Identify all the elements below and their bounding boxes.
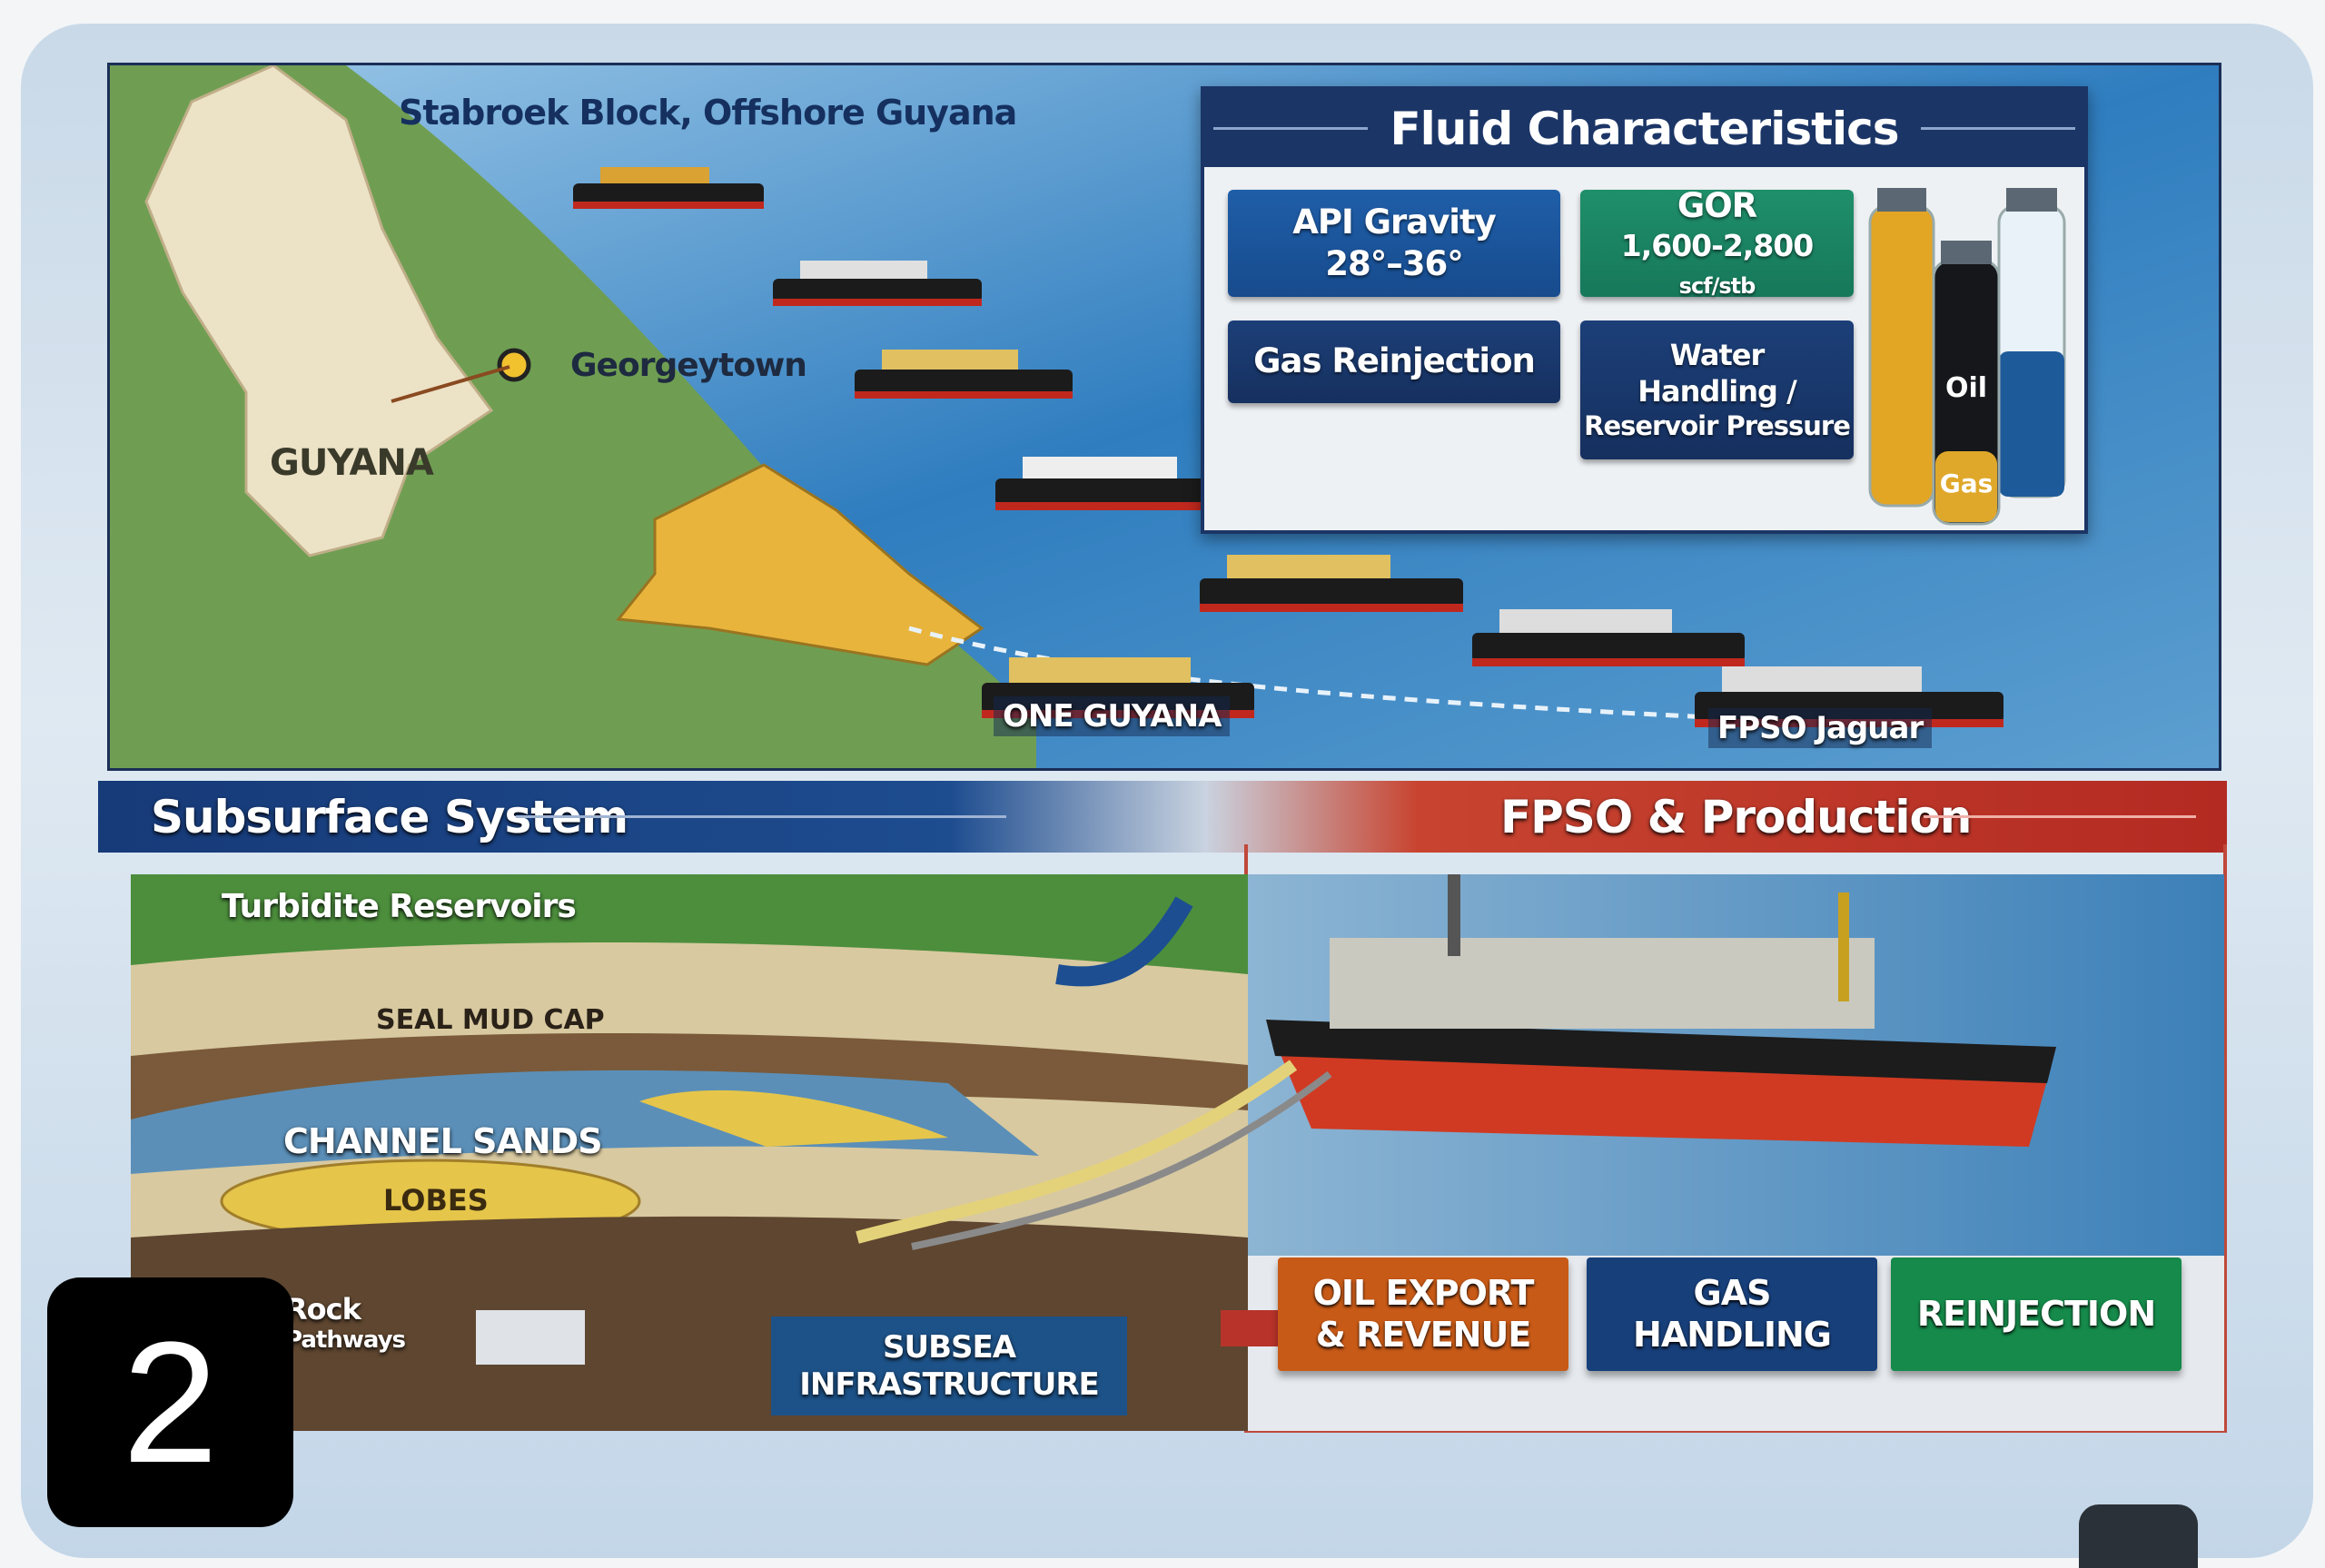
subsurface-and-fpso-illustration [131, 874, 2224, 1431]
subsea-line1: SUBSEA [882, 1328, 1016, 1366]
seal-mud-cap-label: SEAL MUD CAP [376, 1004, 605, 1036]
gor-unit: scf/stb [1678, 273, 1756, 300]
stabroek-blocks [616, 463, 984, 666]
oil-export-line2: & REVENUE [1315, 1314, 1532, 1355]
gas-bottle-label: Gas [1940, 468, 1994, 498]
georgetown-marker-icon [497, 348, 531, 382]
guyana-label: GUYANA [270, 442, 434, 484]
gor-label: GOR [1677, 185, 1757, 225]
subsurface-illustration: Turbidite Reservoirs SEAL MUD CAP CHANNE… [131, 874, 2224, 1431]
water-handling-line2: Handling / [1637, 374, 1797, 409]
water-handling-line1: Water [1669, 338, 1766, 373]
fluid-characteristics-panel: Fluid Characteristics API Gravity 28°–36… [1201, 86, 2088, 534]
reinjection-label: REINJECTION [1916, 1293, 2156, 1334]
rock-pathways-label: Rock Pathways [285, 1292, 406, 1356]
fluid-title: Fluid Characteristics [1390, 102, 1899, 155]
corner-action-button[interactable] [2079, 1504, 2198, 1568]
oil-bottle-label: Oil [1945, 372, 1987, 404]
rock-pathways-line2: Pathways [285, 1326, 406, 1355]
gor-box: GOR 1,600-2,800 scf/stb [1580, 186, 1854, 300]
water-handling-line3: Reservoir Pressure [1584, 410, 1851, 442]
rock-pathways-line1: Rock [285, 1292, 361, 1326]
reinjection-box: REINJECTION [1891, 1257, 2182, 1371]
turbidite-reservoirs-label: Turbidite Reservoirs [222, 888, 577, 925]
gor-value: 1,600-2,800 [1620, 227, 1814, 263]
api-gravity-box: API Gravity 28°–36° [1228, 190, 1560, 297]
guyana-country-shape [144, 65, 494, 557]
oil-export-revenue-box: OIL EXPORT& REVENUE [1278, 1257, 1568, 1371]
subsea-infrastructure-box: SUBSEA INFRASTRUCTURE [771, 1317, 1127, 1415]
gas-reinjection-label: Gas Reinjection [1253, 341, 1536, 381]
fpso-jaguar-label: FPSO Jaguar [1708, 708, 1933, 748]
subsea-line2: INFRASTRUCTURE [799, 1366, 1099, 1403]
oil-export-line1: OIL EXPORT [1312, 1272, 1535, 1313]
api-gravity-value: 28°–36° [1325, 244, 1463, 283]
fluid-sample-bottles-icon: Oil Gas [1868, 188, 2066, 526]
georgetown-label: Georgeytown [570, 347, 807, 384]
image-number-badge: 2 [47, 1277, 293, 1527]
map-title: Stabroek Block, Offshore Guyana [399, 93, 1017, 133]
channel-sands-label: CHANNEL SANDS [283, 1121, 603, 1161]
api-gravity-label: API Gravity [1292, 202, 1497, 242]
section-header-bar: Subsurface System FPSO & Production [98, 781, 2227, 853]
fpso-production-title: FPSO & Production [1500, 790, 1972, 843]
gas-reinjection-box: Gas Reinjection [1228, 321, 1560, 403]
one-guyana-label: ONE GUYANA [994, 696, 1231, 736]
lobes-label: LOBES [383, 1183, 489, 1218]
fluid-header: Fluid Characteristics [1204, 90, 2084, 167]
gas-handling-line2: HANDLING [1633, 1314, 1832, 1355]
gas-handling-line1: GAS [1693, 1272, 1772, 1313]
water-handling-box: Water Handling / Reservoir Pressure [1580, 321, 1854, 459]
